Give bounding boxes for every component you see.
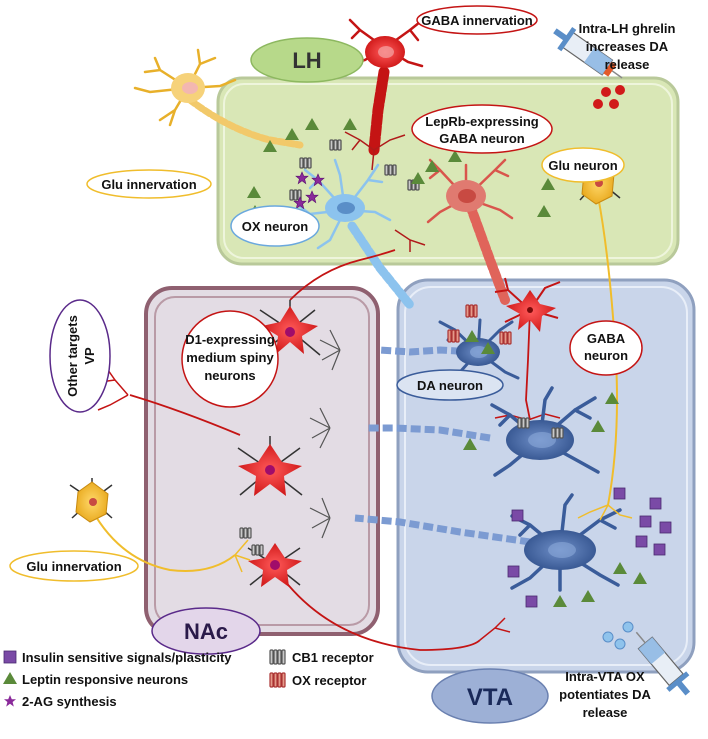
glu-innervation-bottom-text: Glu innervation [26, 559, 121, 574]
syringe-bottom [635, 631, 691, 696]
da-axon-2 [365, 424, 491, 442]
glu-innervation-neuron-bottom [69, 478, 113, 523]
glu-innervation-top-label: Glu innervation [86, 169, 212, 199]
cb1-receptor-icon [269, 649, 286, 665]
msn-axon-vp [129, 394, 241, 436]
d1-line-2: medium spiny [186, 350, 274, 365]
da-axon-3 [354, 514, 531, 546]
ox-neuron [296, 158, 392, 250]
nac-label: NAc [151, 607, 261, 655]
legend-ox-text: OX receptor [292, 673, 366, 688]
ghrelin-drops [593, 85, 625, 109]
gaba-innervation-label: GABA innervation [416, 5, 538, 35]
legend-cb1-text: CB1 receptor [292, 650, 374, 665]
legend-cb1: CB1 receptor [269, 649, 374, 665]
da-neuron-3 [510, 493, 622, 592]
glu-neuron-text: Glu neuron [548, 158, 617, 173]
ox-neuron-label: OX neuron [230, 205, 320, 247]
leprb-line-1: LepRb-expressing [425, 114, 538, 129]
ghrelin-line-1: Intra-LH ghrelin [579, 21, 676, 36]
legend-ox: OX receptor [269, 672, 366, 688]
glu-innervation-top-text: Glu innervation [101, 177, 196, 192]
glu-innervation-neuron-top [133, 48, 237, 127]
vta-gaba-line-1: GABA [587, 331, 626, 346]
ox-drops [602, 621, 634, 650]
da-neuron-text: DA neuron [417, 378, 483, 393]
glu-nac-terminals [234, 539, 251, 573]
da-neuron-label: DA neuron [396, 369, 504, 401]
gaba-innervation-text: GABA innervation [421, 13, 533, 28]
glu-bottom-axon [91, 509, 236, 572]
other-targets-line-2: VP [82, 347, 97, 365]
glu-innervation-bottom-label: Glu innervation [9, 550, 139, 582]
legend-2ag: 2-AG synthesis [4, 694, 117, 709]
ghrelin-line-2: increases DA [586, 39, 669, 54]
d1-msn-label: D1-expressing medium spiny neurons [181, 310, 279, 408]
glu-top-axon [186, 96, 304, 149]
d1-line-3: neurons [204, 368, 255, 383]
ox-line-1: Intra-VTA OX [565, 669, 645, 684]
msn-axon-vta [269, 559, 481, 651]
msn-axon-lh [289, 249, 396, 301]
legend-2ag-text: 2-AG synthesis [22, 694, 117, 709]
nac-terminals [309, 329, 341, 539]
vta-label: VTA [431, 668, 549, 724]
ghrelin-annotation: Intra-LH ghrelin increases DA release [579, 21, 676, 72]
lh-label-text: LH [292, 48, 321, 73]
msn-neuron-2 [237, 436, 303, 496]
vta-region [396, 278, 696, 674]
vta-red-terminal [479, 617, 511, 641]
other-targets-label: Other targets VP [49, 299, 111, 413]
cb1-receptors-other [239, 417, 564, 556]
legend-leptin-text: Leptin responsive neurons [22, 672, 188, 687]
msn-neuron-3 [247, 543, 302, 587]
ox-line-2: potentiates DA [559, 687, 651, 702]
vta-gaba-label: GABA neuron [569, 320, 643, 376]
vta-gaba-axon [525, 309, 531, 421]
leptin-triangle-icon [3, 672, 17, 684]
lh-label: LH [250, 37, 364, 83]
leprb-gaba-neuron [426, 158, 514, 224]
ox-receptors [447, 304, 512, 345]
glu-vta-terminals [577, 504, 633, 521]
legend: Insulin sensitive signals/plasticity Lep… [3, 649, 374, 709]
leprb-line-2: GABA neuron [439, 131, 525, 146]
ox-axon [347, 221, 415, 310]
leprb-axon [465, 200, 510, 305]
vta-gaba-line-2: neuron [584, 348, 628, 363]
gaba-innervation-axon [368, 66, 390, 156]
insulin-square-icon [3, 650, 17, 664]
ox-receptor-icon [269, 672, 286, 688]
ox-neuron-text: OX neuron [242, 219, 309, 234]
nac-label-text: NAc [184, 619, 228, 644]
ghrelin-line-3: release [605, 57, 650, 72]
2ag-star-icon [4, 695, 16, 707]
other-targets-line-1: Other targets [65, 315, 80, 397]
syringe-top [553, 27, 623, 79]
legend-leptin: Leptin responsive neurons [3, 672, 188, 687]
insulin-markers [507, 487, 672, 608]
ox-line-3: release [583, 705, 628, 720]
vta-label-text: VTA [467, 684, 513, 711]
leprb-label: LepRb-expressing GABA neuron [411, 104, 553, 154]
d1-line-1: D1-expressing [185, 332, 275, 347]
intra-vta-ox-annotation: Intra-VTA OX potentiates DA release [559, 669, 651, 720]
legend-insulin-text: Insulin sensitive signals/plasticity [22, 650, 232, 665]
glu-neuron-label: Glu neuron [541, 147, 625, 183]
vta-gaba-neuron [494, 277, 561, 332]
legend-insulin: Insulin sensitive signals/plasticity [3, 650, 232, 665]
